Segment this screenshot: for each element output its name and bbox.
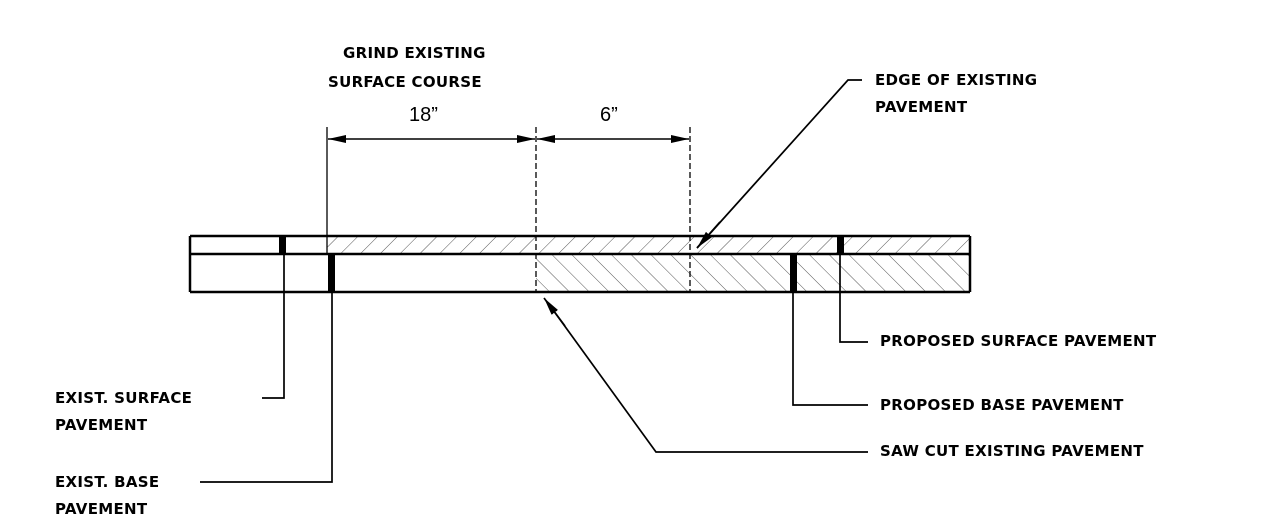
exist-base-line-2: PAVEMENT bbox=[55, 500, 148, 518]
title-line-1: GRIND EXISTING bbox=[343, 44, 486, 62]
saw-cut-arrowhead bbox=[543, 297, 566, 327]
proposed-base-joint bbox=[790, 254, 797, 292]
exist-base-joint bbox=[328, 254, 335, 292]
edge-existing-line-1: EDGE OF EXISTING bbox=[875, 71, 1038, 89]
proposed-surface-label: PROPOSED SURFACE PAVEMENT bbox=[880, 332, 1157, 350]
edge-arrowhead bbox=[696, 221, 721, 249]
dimension-6: 6” bbox=[600, 104, 618, 126]
exist-base-line-1: EXIST. BASE bbox=[55, 473, 160, 491]
leaders bbox=[200, 79, 868, 483]
proposed-base-label: PROPOSED BASE PAVEMENT bbox=[880, 396, 1124, 414]
proposed-surface-hatch bbox=[842, 237, 970, 254]
exist-surface-line-2: PAVEMENT bbox=[55, 416, 148, 434]
grind-surface-hatch bbox=[327, 237, 842, 254]
title-line-2: SURFACE COURSE bbox=[328, 73, 482, 91]
exist-surface-joint bbox=[279, 236, 286, 254]
dimension-18: 18” bbox=[409, 104, 438, 126]
proposed-surface-joint bbox=[837, 236, 844, 254]
proposed-base-hatch bbox=[536, 254, 970, 292]
exist-surface-line-1: EXIST. SURFACE bbox=[55, 389, 193, 407]
edge-existing-line-2: PAVEMENT bbox=[875, 98, 968, 116]
extension-lines bbox=[326, 127, 691, 292]
saw-cut-label: SAW CUT EXISTING PAVEMENT bbox=[880, 442, 1144, 460]
